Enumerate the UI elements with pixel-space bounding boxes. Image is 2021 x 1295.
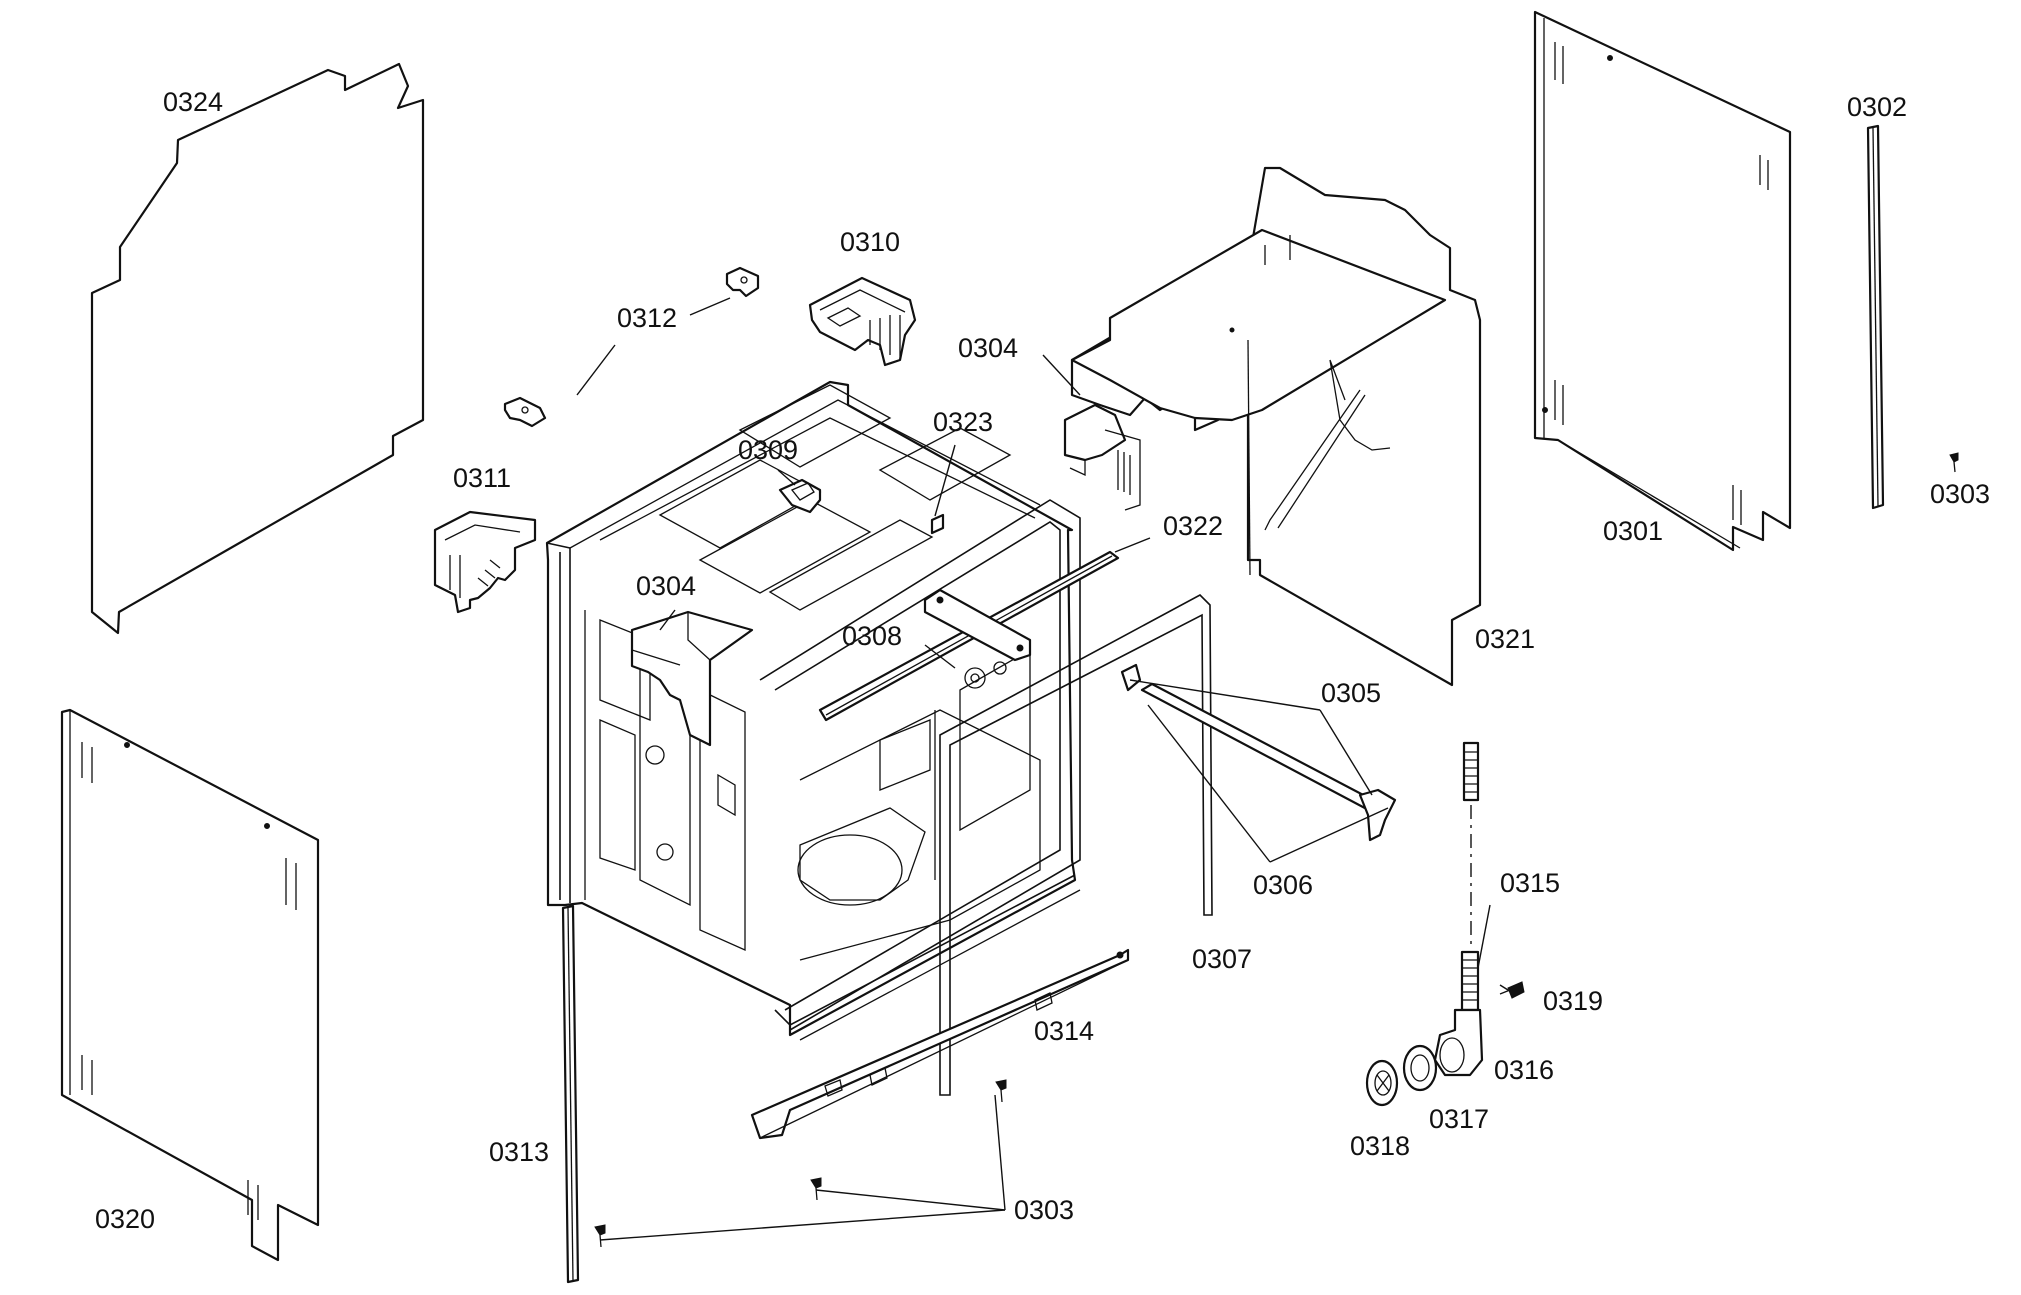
elbow-0316 [1433,1008,1484,1077]
label-0308: 0308 [842,621,902,651]
screw-0303-right [1949,452,1959,473]
label-0306: 0306 [1253,870,1313,900]
label-0303-right: 0303 [1930,479,1990,509]
leader-lines [576,297,1509,1241]
label-0309: 0309 [738,435,798,465]
label-0307: 0307 [1192,944,1252,974]
latch-0309 [778,478,822,514]
label-0305: 0305 [1321,678,1381,708]
side-panel-0320 [60,708,320,1262]
label-0312: 0312 [617,303,677,333]
side-panel-0324 [90,62,425,635]
label-0301: 0301 [1603,516,1663,546]
top-panel-0321 [1070,166,1482,687]
label-0310: 0310 [840,227,900,257]
hinge-block-0310 [808,276,917,367]
label-0322: 0322 [1163,511,1223,541]
rail-0307 [939,594,1213,1096]
label-0323: 0323 [933,407,993,437]
label-0317: 0317 [1429,1104,1489,1134]
nut-0317 [1402,1044,1438,1092]
part-labels: 0324 0312 0310 0304 0323 0309 0311 0304 … [95,87,1990,1234]
label-0303-bottom: 0303 [1014,1195,1074,1225]
washer-0318 [1365,1059,1399,1107]
label-0316: 0316 [1494,1055,1554,1085]
label-0320: 0320 [95,1204,155,1234]
label-0324: 0324 [163,87,223,117]
label-0318: 0318 [1350,1131,1410,1161]
label-0304-front: 0304 [636,571,696,601]
hinge-block-0311 [433,510,537,614]
tub-cabinet [545,380,1081,1041]
label-0311: 0311 [453,463,511,493]
label-0319: 0319 [1543,986,1603,1016]
label-0313: 0313 [489,1137,549,1167]
kickplate-0314 [750,948,1130,1140]
bracket-0304-rear [1063,403,1141,511]
label-0321: 0321 [1475,624,1535,654]
strip-0323 [930,513,945,535]
label-0304-rear: 0304 [958,333,1018,363]
strip-0313 [561,904,580,1284]
strip-0302 [1866,124,1885,510]
plate-0308 [923,588,1032,689]
bracket-0304-front [630,610,754,747]
label-0314: 0314 [1034,1016,1094,1046]
bracket-0312 [503,266,760,428]
label-0315: 0315 [1500,868,1560,898]
side-panel-0301 [1533,10,1792,552]
screw-0319 [1499,981,1525,999]
hose-0315 [1460,741,1480,1012]
label-0302: 0302 [1847,92,1907,122]
